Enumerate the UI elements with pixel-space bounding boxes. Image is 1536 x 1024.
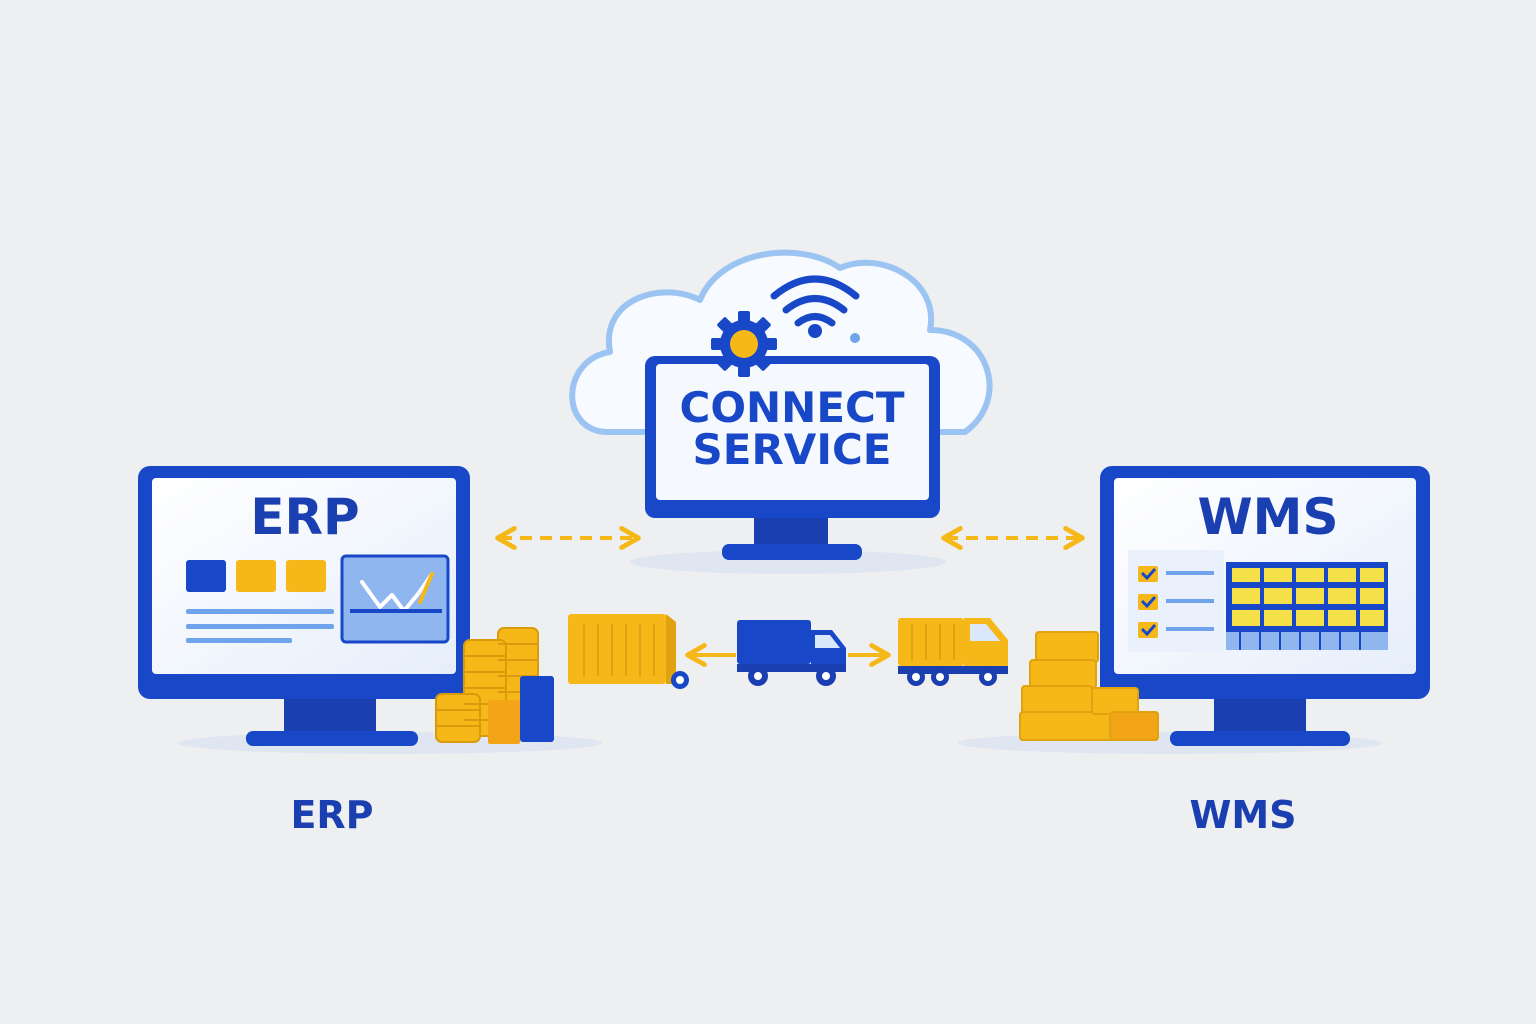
erp-text-line-3 — [186, 638, 292, 643]
erp-text-line-2 — [186, 624, 334, 629]
truck-icon — [898, 618, 1008, 686]
connect-service-node: CONNECT SERVICE — [569, 249, 993, 574]
wifi-dot — [808, 324, 822, 338]
warehouse-rack-icon — [1226, 562, 1388, 650]
connect-monitor-screen — [656, 364, 929, 500]
erp-caption: ERP — [290, 793, 373, 837]
wms-screen-title: WMS — [1198, 488, 1339, 546]
van-icon — [737, 620, 846, 686]
erp-node: ERP — [138, 466, 602, 754]
container-icon — [568, 614, 689, 689]
coin-stack-icon — [435, 627, 554, 744]
connect-title-line2: SERVICE — [693, 425, 892, 474]
wms-caption: WMS — [1189, 793, 1296, 837]
line-chart-icon — [340, 554, 450, 644]
erp-text-line-1 — [186, 609, 334, 614]
box-stack-icon — [1019, 631, 1159, 741]
connect-shadow — [630, 550, 946, 574]
wms-monitor-base — [1170, 731, 1350, 746]
erp-tile-yellow-2 — [286, 560, 326, 592]
connect-title-line1: CONNECT — [680, 383, 905, 432]
checklist-icon — [1128, 550, 1224, 652]
erp-monitor-neck — [284, 699, 376, 733]
cloud-dot — [850, 333, 860, 343]
wms-monitor-neck — [1214, 699, 1306, 733]
connect-monitor-base — [722, 544, 862, 560]
gear-icon — [711, 311, 777, 377]
wifi-icon — [770, 275, 860, 327]
wms-node: WMS — [958, 466, 1430, 754]
erp-tile-blue — [186, 560, 226, 592]
erp-tile-yellow-1 — [236, 560, 276, 592]
erp-monitor-base — [246, 731, 418, 746]
connect-monitor-neck — [754, 518, 828, 546]
erp-screen-title: ERP — [250, 488, 359, 546]
